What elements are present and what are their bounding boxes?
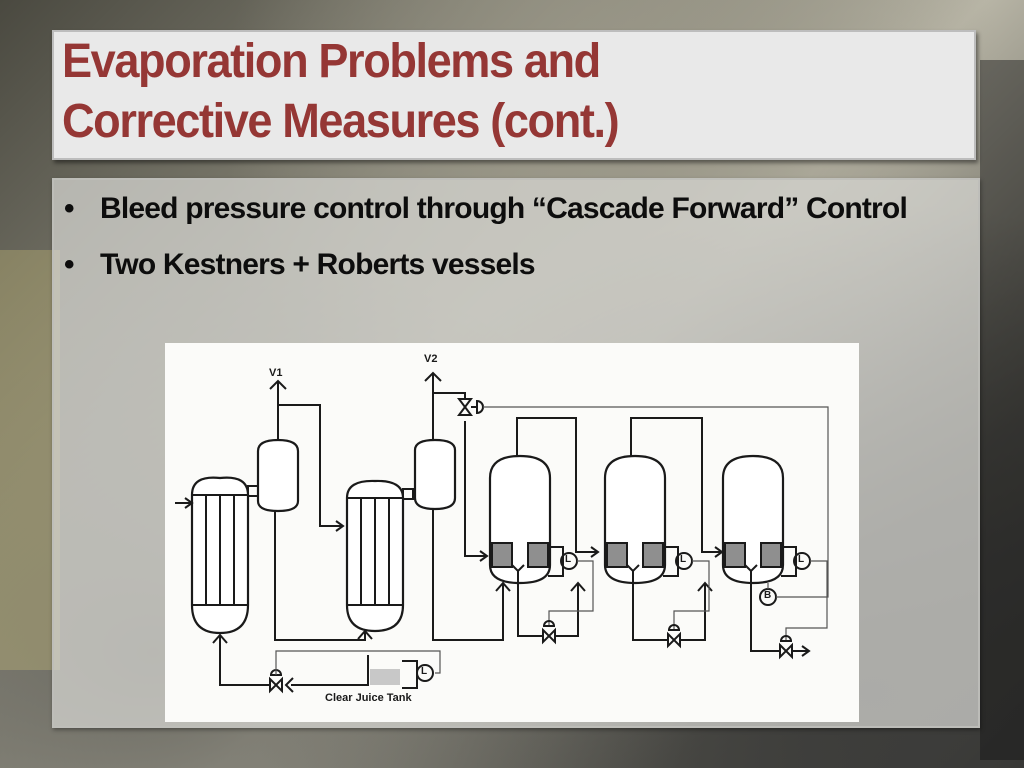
clear-juice-tank-label: Clear Juice Tank xyxy=(325,692,412,704)
background-photo-streak xyxy=(0,250,60,670)
roberts-vessel-2 xyxy=(603,417,724,649)
bullet-text: Bleed pressure control through “Cascade … xyxy=(100,192,908,225)
vapor-separator-1 xyxy=(247,379,366,641)
level-controller-label: L xyxy=(565,554,572,565)
background-photo-streak xyxy=(980,60,1024,760)
bullet-marker: • xyxy=(64,248,74,281)
bullet-item: • Two Kestners + Roberts vessels xyxy=(58,242,958,288)
bullet-text: Two Kestners + Roberts vessels xyxy=(100,248,536,281)
vapor-separator-2 xyxy=(402,371,511,641)
bullet-list: • Bleed pressure control through “Cascad… xyxy=(58,186,958,298)
title-line-2: Corrective Measures (cont.) xyxy=(62,95,620,148)
title-box xyxy=(52,30,976,160)
vapor-v2-label: V2 xyxy=(424,353,438,365)
bullet-item: • Bleed pressure control through “Cascad… xyxy=(58,186,958,232)
vapor-v1-label: V1 xyxy=(269,367,283,379)
bullet-marker: • xyxy=(64,192,74,225)
brix-sensor-label: B xyxy=(764,590,772,601)
roberts-vessel-1 xyxy=(488,417,600,645)
slide-title: Evaporation Problems and Corrective Meas… xyxy=(62,32,908,152)
level-controller-label: L xyxy=(421,666,428,677)
roberts-vessel-3 xyxy=(483,406,829,660)
kestner-evaporator-1 xyxy=(175,476,250,635)
clear-juice-tank-group xyxy=(212,633,441,694)
level-controller-label: L xyxy=(680,554,687,565)
title-line-1: Evaporation Problems and xyxy=(62,35,601,88)
diagram-canvas xyxy=(175,371,829,694)
process-flow-diagram: V1 V2 L L L L B Clear Juice Tank xyxy=(165,343,859,722)
level-controller-label: L xyxy=(798,554,805,565)
kestner-evaporator-2 xyxy=(345,479,405,640)
